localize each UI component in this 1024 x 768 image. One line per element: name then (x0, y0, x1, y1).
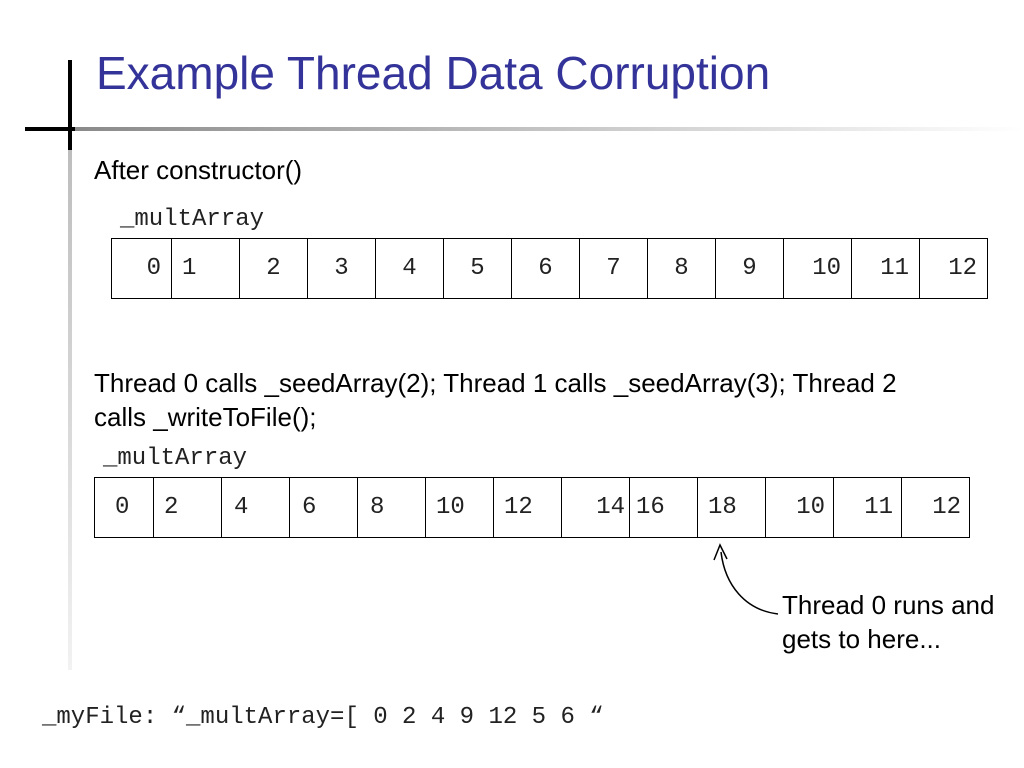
array-cell: 11 (851, 238, 920, 299)
left-accent-bar (68, 60, 72, 670)
array-cell: 10 (765, 477, 834, 538)
array-cell: 4 (375, 238, 444, 299)
annotation-line1: Thread 0 runs and (782, 590, 995, 620)
array-cell: 18 (697, 477, 766, 538)
array-corrupted: 0 2 4 6 8 10 12 14 16 18 10 11 12 (94, 477, 970, 538)
slide-title: Example Thread Data Corruption (96, 47, 771, 99)
section1-array-label: _multArray (120, 206, 265, 233)
array-cell: 9 (715, 238, 784, 299)
array-cell: 14 (561, 477, 630, 538)
array-cell: 16 (629, 477, 698, 538)
section1-heading: After constructor() (94, 155, 303, 185)
array-cell: 6 (511, 238, 580, 299)
array-initial: 0 1 2 3 4 5 6 7 8 9 10 11 12 (111, 238, 988, 299)
array-cell: 2 (153, 477, 222, 538)
annotation-line2: gets to here... (782, 624, 941, 654)
array-cell: 0 (94, 477, 154, 538)
array-cell: 10 (783, 238, 852, 299)
array-cell: 3 (307, 238, 376, 299)
section2-array-label: _multArray (103, 445, 248, 472)
array-cell: 5 (443, 238, 512, 299)
array-cell: 1 (171, 238, 240, 299)
array-cell: 11 (833, 477, 902, 538)
array-cell: 4 (221, 477, 290, 538)
array-cell: 12 (919, 238, 988, 299)
array-cell: 7 (579, 238, 648, 299)
file-contents-line: _myFile: “_multArray=[ 0 2 4 9 12 5 6 “ (42, 704, 604, 731)
array-cell: 10 (425, 477, 494, 538)
array-cell: 0 (111, 238, 172, 299)
array-cell: 8 (647, 238, 716, 299)
section2-heading-line2: calls _writeToFile(); (94, 402, 317, 432)
array-cell: 6 (289, 477, 358, 538)
array-cell: 12 (901, 477, 970, 538)
array-cell: 8 (357, 477, 426, 538)
title-underline-bar (25, 127, 1024, 131)
array-cell: 2 (239, 238, 308, 299)
section2-heading-line1: Thread 0 calls _seedArray(2); Thread 1 c… (94, 368, 897, 398)
array-cell: 12 (493, 477, 562, 538)
curved-arrow-icon (713, 543, 779, 615)
